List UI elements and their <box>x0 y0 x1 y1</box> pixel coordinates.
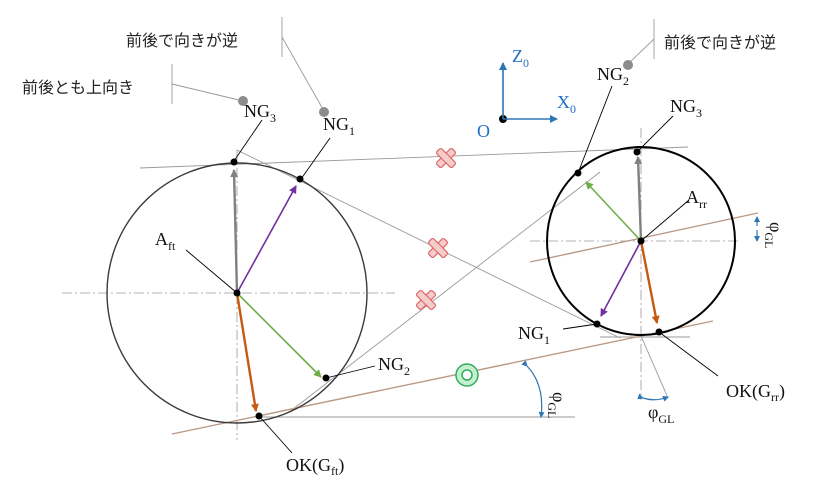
leader-ng3-front <box>233 119 263 162</box>
rear-ng1-arrow <box>600 240 642 317</box>
callout-both-up-leader <box>171 83 244 102</box>
front-center-point <box>233 289 241 297</box>
front-ng1-arrow <box>236 185 297 294</box>
label-a-rear: Arr <box>686 187 707 211</box>
callout-reverse-right: 前後で向きが逆 <box>664 33 776 52</box>
callout-reverse-right-dot <box>623 60 633 70</box>
label-ok-front: OK(Gft) <box>286 455 344 478</box>
top-tangent-line <box>139 146 689 169</box>
label-x-axis: X0 <box>557 92 576 116</box>
ng-cross-mark <box>415 289 437 311</box>
ok-circle-mark <box>455 363 479 387</box>
label-a-front: Aft <box>155 229 176 253</box>
rear-ok-arrow <box>639 240 660 324</box>
callout-leaders <box>171 17 655 112</box>
leader-a-front <box>185 249 238 294</box>
rear-tilt-reference-line <box>640 335 669 399</box>
callout-reverse-left: 前後で向きが逆 <box>126 31 238 50</box>
label-z-axis: Z0 <box>512 46 529 70</box>
road-lines <box>171 212 759 435</box>
leader-ng2-front <box>325 365 376 379</box>
front-ng2-point <box>322 374 330 382</box>
label-ng2-front: NG2 <box>378 354 410 378</box>
label-ng1-front: NG1 <box>323 114 355 138</box>
phi-gl-arc-rear <box>637 393 669 402</box>
ng-cross-mark <box>427 237 449 259</box>
ng-cross-mark <box>435 147 457 169</box>
callout-reverse-left-dot <box>319 107 329 117</box>
front-ok-point <box>255 412 263 420</box>
label-phi-gl-rear-axle: φGL <box>762 222 786 248</box>
label-ng3-front: NG3 <box>244 101 276 125</box>
label-ok-rear: OK(Grr) <box>726 381 785 404</box>
callout-both-up: 前後とも上向き <box>22 78 134 97</box>
rear-ng1-point <box>593 320 601 328</box>
tangent-lines <box>139 146 690 418</box>
label-ng3-rear: NG3 <box>670 96 702 120</box>
leader-ok-front <box>258 415 293 454</box>
front-ng3-point <box>230 158 238 166</box>
front-ng3-arrow <box>230 169 239 294</box>
rear-ng2-point <box>574 169 582 177</box>
leader-a-rear <box>640 199 690 242</box>
label-phi-gl-front: φGL <box>545 392 569 418</box>
label-ng2-rear: NG2 <box>597 64 629 88</box>
phi-gl-arc-front <box>521 360 545 418</box>
leader-lines <box>185 85 719 454</box>
leader-ok-rear <box>658 331 719 377</box>
key-points <box>230 115 663 420</box>
rear-ng2-arrow <box>585 181 642 242</box>
rear-ng3-point <box>633 148 641 156</box>
rear-ok-point <box>655 328 663 336</box>
rear-ng3-arrow <box>634 156 643 242</box>
rear-center-point <box>637 237 645 245</box>
leader-ng1-rear <box>562 323 598 330</box>
leader-ng2-rear <box>577 85 613 174</box>
rear-wheel <box>546 146 736 336</box>
front-ng1-point <box>296 175 304 183</box>
callout-reverse-right-leader <box>627 38 655 65</box>
leader-ng3-rear <box>636 115 674 153</box>
callout-both-up-dot <box>238 96 248 106</box>
label-ng1-rear: NG1 <box>518 323 550 347</box>
callout-reverse-left-leader <box>281 36 325 112</box>
label-phi-gl-rear-bottom: φGL <box>648 402 674 426</box>
front-ok-arrow <box>235 292 259 412</box>
front-ng2-arrow <box>236 292 322 378</box>
label-origin: O <box>477 121 490 141</box>
leader-ng1-front <box>300 137 331 180</box>
rear-axle-slope-line <box>529 212 759 263</box>
